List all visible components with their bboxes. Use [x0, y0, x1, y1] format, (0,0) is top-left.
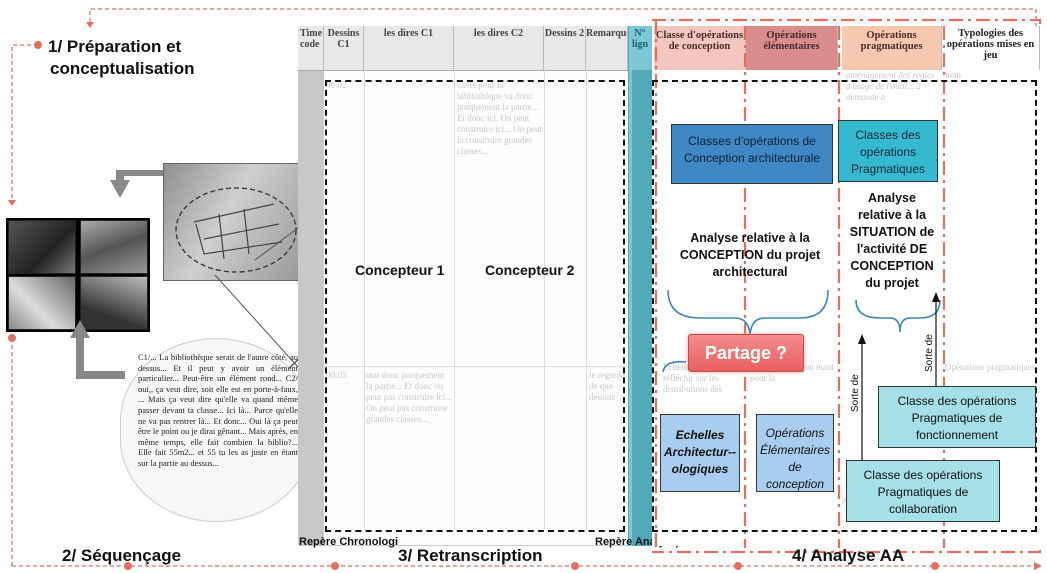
line-number-inner: [632, 70, 652, 546]
video-frame-4: [80, 276, 148, 330]
phase-4-title: 4/ Analyse AA: [792, 546, 905, 565]
header-ops-elem: Opérations élémentaires: [746, 26, 838, 70]
phase-1-title-line2: conceptualisation: [50, 59, 195, 78]
header-dessins-c1: Dessins C1: [324, 26, 364, 70]
ghost-text-5: 00:05: [326, 370, 347, 380]
timecode-column: [298, 70, 324, 546]
sorte-de-label-2: Sorte de: [924, 334, 935, 372]
ghost-text-10: item: [945, 70, 961, 80]
header-typologies: Typologies des opérations mises en jeu: [942, 26, 1040, 70]
phase-1-title: 1/ Préparation et conceptualisation: [48, 36, 195, 80]
phase-2-title: 2/ Séquençage: [62, 546, 182, 565]
designer-2-label: Concepteur 2: [485, 262, 575, 278]
ghost-text-3: le regarde de que dessins: [589, 370, 625, 402]
repere-chrono-label: Repère Chronologi: [299, 536, 399, 548]
sketch-photo: [163, 163, 299, 281]
table-selection-frame: [325, 80, 625, 532]
ghost-text-6: aménagement des règles d'usage de l'outi…: [846, 70, 935, 102]
video-collage: [6, 218, 150, 332]
transcript-text: C1/... La bibliothèque serait de l'autre…: [138, 352, 298, 468]
video-frame-3: [8, 276, 76, 330]
header-classe-ops: Classe d'opérations de conception: [654, 26, 746, 70]
box-partage: Partage ?: [688, 334, 804, 372]
video-frame-1: [8, 220, 76, 274]
ghost-text-4: 00:02: [326, 80, 347, 90]
header-dires-c2: les dires C2: [454, 26, 544, 70]
header-num-ligne: N° lign: [631, 28, 649, 50]
header-timecode: Time code: [298, 26, 324, 70]
video-frame-2: [80, 220, 148, 274]
designer-1-label: Concepteur 1: [355, 262, 445, 278]
analysis-situation-text: Analyse relative à la SITUATION de l'act…: [849, 191, 935, 290]
analysis-conception-text: Analyse relative à la CONCEPTION du proj…: [679, 231, 821, 279]
sequence-arrows: [70, 170, 165, 379]
transcript-bubble: [120, 338, 312, 522]
phase-1-title-line1: 1/ Préparation et: [48, 37, 182, 56]
ghost-text-1: Cette pour la bibliothèque va donc porqu…: [457, 80, 542, 156]
box-echelles: Echelles Architectur--ologiques: [660, 414, 740, 492]
header-dessins-c2: Dessins 2: [544, 26, 586, 70]
analysis-selection-frame: [652, 80, 1037, 532]
sorte-de-label-1: Sorte de: [850, 374, 861, 412]
box-classes-pragmatiques: Classes des opérations Pragmatiques: [838, 120, 938, 182]
ghost-text-9: Opérations pragmatiques: [945, 362, 1036, 372]
box-fonctionnement: Classe des opérations Pragmatiques de fo…: [878, 386, 1036, 448]
transcription-table: [298, 26, 658, 546]
table-header-row: [298, 26, 628, 71]
phase-3-title: 3/ Retranscription: [398, 546, 543, 565]
header-remarques: Remarques: [586, 26, 628, 70]
box-collaboration: Classe des opérations Pragmatiques de co…: [846, 460, 1000, 522]
ghost-text-2: mai donc porquement la partie... Et donc…: [366, 370, 452, 424]
header-ops-prag: Opérations pragmatiques: [842, 26, 942, 70]
box-ops-elementaires: Opérations Élémentaires de conception: [756, 414, 834, 492]
box-classes-conception: Classes d'opérations de Conception archi…: [671, 124, 833, 184]
header-dires-c1: les dires C1: [364, 26, 454, 70]
